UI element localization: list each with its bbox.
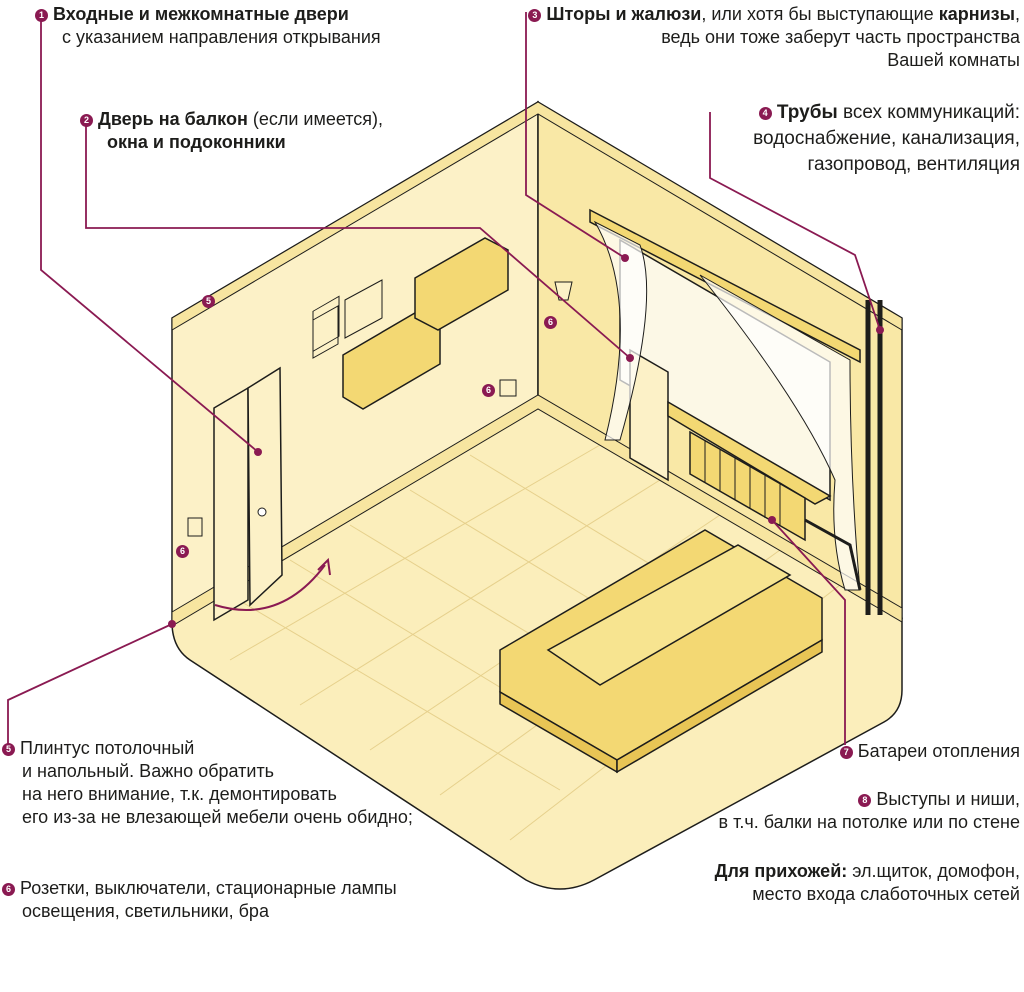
note-curtains-bold2: карнизы <box>938 4 1015 24</box>
leader-7 <box>771 519 846 745</box>
wall-shelf-high <box>414 237 509 331</box>
note-niches-line1: Выступы и ниши, <box>876 789 1020 809</box>
note-sockets-line2: освещения, светильники, бра <box>22 901 269 921</box>
note-doors: 1 Входные и межкомнатные двери с указани… <box>35 3 381 49</box>
balcony-door <box>629 348 669 482</box>
marker-6-socket: 6 <box>482 384 495 397</box>
note-curtains-line3: Вашей комнаты <box>887 50 1020 70</box>
note-skirting-line1: Плинтус потолочный <box>20 738 195 758</box>
note-curtains-mid: , или хотя бы выступающие <box>701 4 939 24</box>
leader-4 <box>709 112 881 331</box>
note-skirting-line2: и напольный. Важно обратить <box>22 761 275 781</box>
note-curtains-title: Шторы и жалюзи <box>546 4 702 24</box>
note-pipes-line3: газопровод, вентиляция <box>807 154 1020 175</box>
wall-socket-icon <box>499 379 517 397</box>
note-balcony-title: Дверь на балкон <box>98 109 248 129</box>
ceiling-skirting <box>171 101 903 331</box>
note-pipes-line2: водоснабжение, канализация, <box>753 128 1020 149</box>
note-skirting-line4: его из-за не влезающей мебели очень обид… <box>22 807 413 827</box>
note-hallway: Для прихожей: эл.щиток, домофон, место в… <box>715 860 1020 906</box>
note-sockets-line1: Розетки, выключатели, стационарные лампы <box>20 878 397 898</box>
door-swing-arrowhead <box>317 557 331 576</box>
radiator <box>689 430 806 542</box>
curtain-right <box>699 274 861 591</box>
note-niches-line2: в т.ч. балки на потолке или по стене <box>718 812 1020 832</box>
note-doors-title: Входные и межкомнатные двери <box>53 4 349 24</box>
badge-7: 7 <box>839 746 853 759</box>
leader-3 <box>525 12 626 259</box>
badge-3: 3 <box>528 9 542 22</box>
note-skirting: 5 Плинтус потолочный и напольный. Важно … <box>2 737 413 829</box>
marker-6-switch: 6 <box>176 545 189 558</box>
door-frame <box>213 386 249 622</box>
wall-picture-1 <box>312 305 339 359</box>
badge-8: 8 <box>858 794 872 807</box>
leader-2 <box>85 118 631 359</box>
note-radiators-line1: Батареи отопления <box>857 741 1020 761</box>
badge-5: 5 <box>2 743 15 756</box>
note-hallway-title: Для прихожей: <box>714 861 848 881</box>
door-leaf <box>247 366 283 607</box>
marker-5-ceiling: 5 <box>202 295 215 308</box>
note-pipes-rest: всех коммуникаций: <box>837 102 1020 123</box>
wall-picture-2 <box>344 279 383 339</box>
badge-1: 1 <box>35 9 48 22</box>
curtain-rod <box>589 208 861 364</box>
note-skirting-line3: на него внимание, т.к. демонтировать <box>22 784 337 804</box>
note-hallway-line2: место входа слаботочных сетей <box>752 884 1020 904</box>
leader-lines <box>7 12 881 748</box>
sofa-side <box>616 638 823 774</box>
note-sockets: 6 Розетки, выключатели, стационарные лам… <box>2 877 397 923</box>
light-switch-icon <box>187 517 203 537</box>
door-swing-arrow <box>214 564 326 611</box>
note-pipes: 4 Трубы всех коммуникаций: водоснабжение… <box>753 100 1020 178</box>
radiator-sections <box>704 441 781 526</box>
curtain-left <box>593 220 648 441</box>
badge-4: 4 <box>758 107 772 120</box>
marker-6-sconce: 6 <box>544 316 557 329</box>
window-sill <box>667 400 832 505</box>
note-curtains-tail: , <box>1014 4 1020 24</box>
note-curtains: 3 Шторы и жалюзи, или хотя бы выступающи… <box>528 3 1020 72</box>
badge-2: 2 <box>80 114 93 127</box>
note-hallway-rest: эл.щиток, домофон, <box>847 861 1020 881</box>
note-doors-line2: с указанием направления открывания <box>62 27 381 47</box>
badge-6: 6 <box>2 883 15 896</box>
sofa-seat <box>546 544 792 686</box>
leader-1 <box>40 12 259 453</box>
note-balcony-rest: (если имеется), <box>247 109 384 129</box>
note-radiators: 7 Батареи отопления <box>839 740 1020 763</box>
note-curtains-line2: ведь они тоже заберут часть пространства <box>661 27 1020 47</box>
leader-5 <box>7 623 173 748</box>
utility-pipe-3 <box>804 518 862 591</box>
note-balcony: 2 Дверь на балкон (если имеется), окна и… <box>80 108 383 154</box>
note-balcony-line2: окна и подоконники <box>107 132 286 152</box>
door-handle-icon <box>257 507 267 517</box>
note-niches: 8 Выступы и ниши, в т.ч. балки на потолк… <box>719 788 1020 834</box>
leader-dots <box>168 254 884 628</box>
note-pipes-title: Трубы <box>776 102 838 123</box>
